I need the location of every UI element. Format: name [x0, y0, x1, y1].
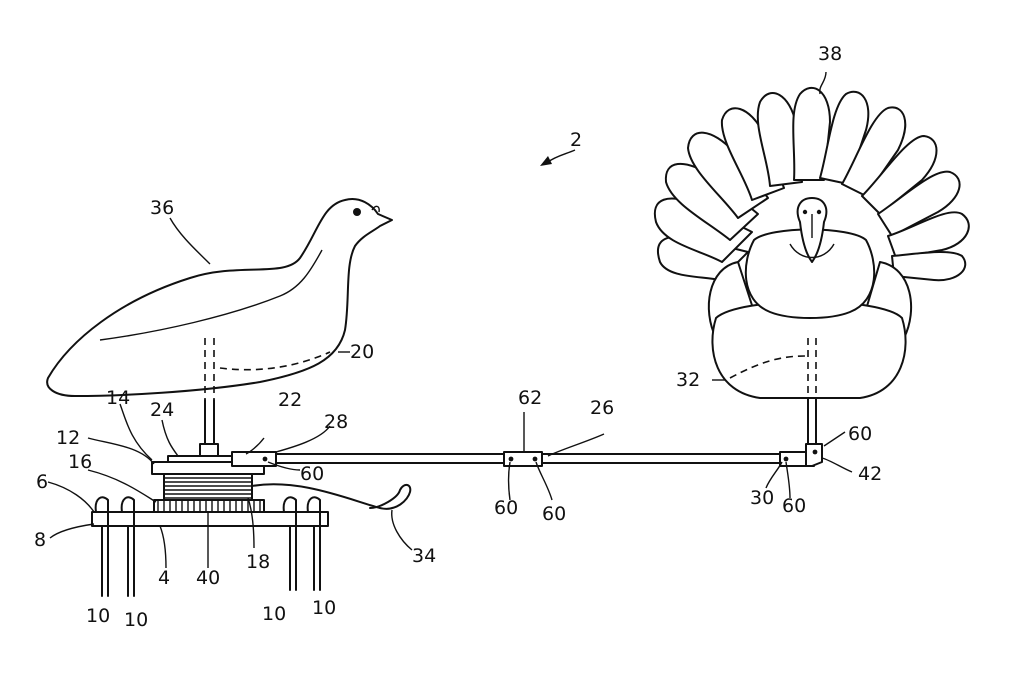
- label-arm-end-b: 30: [750, 487, 774, 509]
- hen-decoy: [46, 198, 393, 397]
- label-arm-end-a: 28: [324, 411, 348, 433]
- label-fastener-bracket: 60: [300, 463, 324, 485]
- label-assembly: 2: [570, 129, 582, 151]
- gear-ring: [153, 499, 265, 513]
- label-hen-post: 20: [350, 341, 374, 363]
- label-fastener-arm-end: 60: [782, 495, 806, 517]
- label-gear-ring: 40: [196, 567, 220, 589]
- label-plate-top: 6: [36, 471, 48, 493]
- label-arm: 26: [590, 397, 614, 419]
- label-stake-d: 10: [312, 597, 336, 619]
- tom-post: [729, 338, 817, 445]
- label-base-plate: 4: [158, 567, 170, 589]
- label-stake-b: 10: [124, 609, 148, 631]
- label-bearing: 16: [68, 451, 92, 473]
- base-plate: [91, 511, 329, 527]
- label-elbow: 42: [858, 463, 882, 485]
- hen-post: [204, 338, 331, 447]
- label-fastener-coupler-right: 60: [542, 503, 566, 525]
- spring: [163, 473, 253, 501]
- label-fastener-elbow: 60: [848, 423, 872, 445]
- tom-decoy: [653, 86, 970, 399]
- coupler: [503, 451, 543, 467]
- reference-numerals: 38 2 36 20 32 62 26 14 22 24 28 60 12 16…: [34, 43, 882, 631]
- label-hen-decoy: 36: [150, 197, 174, 219]
- arm-end: [779, 443, 823, 467]
- label-fastener-coupler-left: 60: [494, 497, 518, 519]
- label-stake-c: 10: [262, 603, 286, 625]
- label-coupler: 62: [518, 387, 542, 409]
- label-post-socket: 24: [150, 399, 174, 421]
- label-stake-a: 10: [86, 605, 110, 627]
- label-tom-decoy: 38: [818, 43, 842, 65]
- label-tom-post: 32: [676, 369, 700, 391]
- pull-cord: [251, 483, 412, 510]
- label-turntable-top: 12: [56, 427, 80, 449]
- label-plate-edge: 8: [34, 529, 46, 551]
- label-turntable-plate: 14: [106, 387, 130, 409]
- label-pull-cord: 34: [412, 545, 436, 567]
- label-spring: 18: [246, 551, 270, 573]
- ground-stakes: [94, 496, 321, 597]
- label-arm-bracket: 22: [278, 389, 302, 411]
- leader-lines: [47, 71, 853, 569]
- arm-bracket: [231, 451, 277, 467]
